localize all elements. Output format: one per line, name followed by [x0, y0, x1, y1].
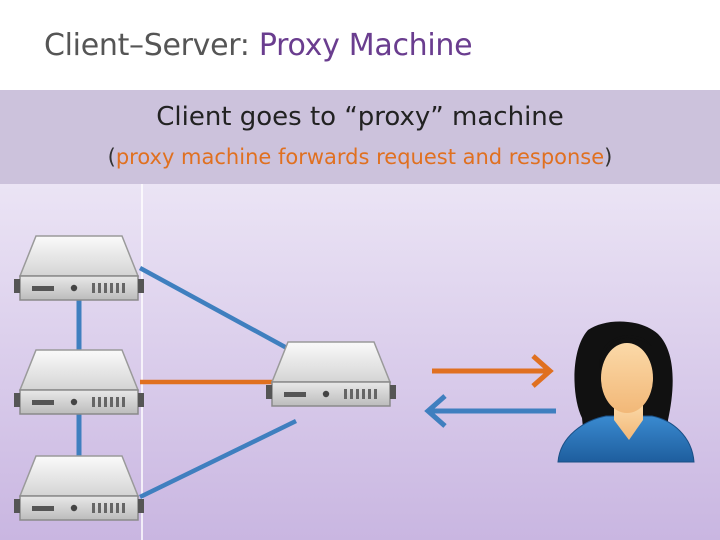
note-close-paren: ): [604, 145, 613, 169]
note-text: proxy machine forwards request and respo…: [115, 145, 605, 169]
header-band: Client goes to “proxy” machine (proxy ma…: [0, 90, 720, 184]
response-arrow: [424, 394, 556, 428]
server-icon: [13, 235, 145, 301]
slide-title: Client–Server: Proxy Machine: [44, 28, 473, 63]
proxy-server-icon: [265, 341, 397, 407]
lower-link-line: [139, 418, 297, 500]
title-prefix: Client–Server:: [44, 28, 259, 63]
request-arrow: [432, 354, 554, 388]
title-accent: Proxy Machine: [258, 28, 473, 63]
subtitle: Client goes to “proxy” machine: [156, 102, 564, 132]
upper-link-line: [138, 266, 298, 355]
client-person-icon: [557, 321, 695, 463]
note-open-paren: (: [107, 145, 116, 169]
server-icon: [13, 349, 145, 415]
server-icon: [13, 455, 145, 521]
note: (proxy machine forwards request and resp…: [0, 145, 720, 169]
